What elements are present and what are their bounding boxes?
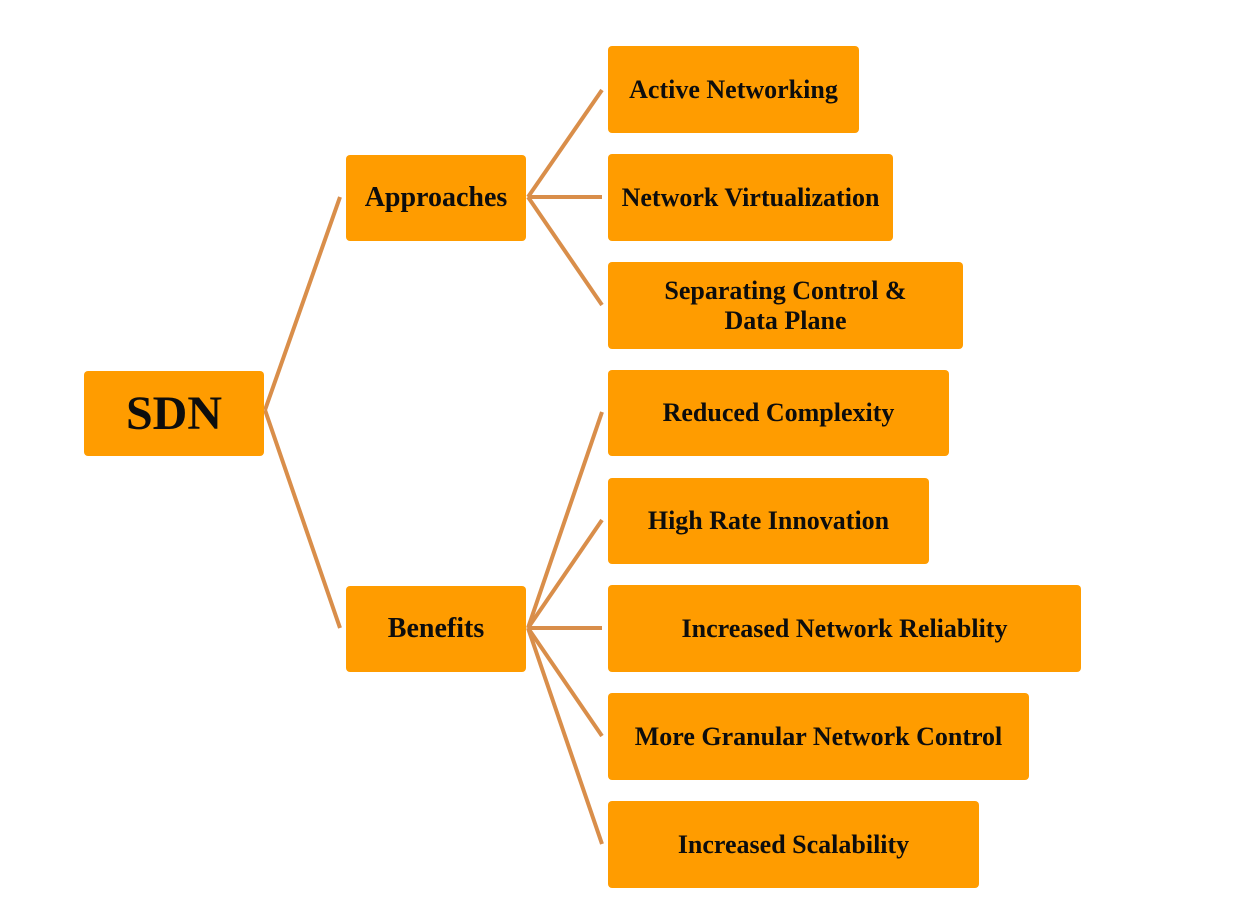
- connector-approaches-active-networking: [526, 88, 604, 199]
- branch-node-benefits: Benefits: [346, 586, 526, 672]
- connector-sdn-approaches: [263, 196, 342, 411]
- leaf-node-reduced-complexity: Reduced Complexity: [608, 370, 949, 456]
- leaf-node-label: Separating Control & Data Plane: [664, 275, 907, 335]
- root-node-sdn: SDN: [84, 371, 264, 456]
- leaf-node-active-networking: Active Networking: [608, 46, 859, 133]
- leaf-node-label: Increased Network Reliablity: [681, 613, 1008, 643]
- leaf-node-label: Active Networking: [629, 74, 838, 104]
- connector-benefits-high-rate-innovation: [526, 518, 604, 630]
- leaf-node-increased-network-reliability: Increased Network Reliablity: [608, 585, 1081, 672]
- connector-sdn-benefits: [263, 409, 342, 629]
- connector-benefits-granular-control: [526, 626, 604, 738]
- leaf-node-separating-control-data-plane: Separating Control & Data Plane: [608, 262, 963, 349]
- leaf-node-label: More Granular Network Control: [634, 721, 1003, 751]
- leaf-node-increased-scalability: Increased Scalability: [608, 801, 979, 888]
- leaf-node-label: High Rate Innovation: [647, 506, 890, 535]
- leaf-node-label: Network Virtualization: [621, 182, 880, 212]
- branch-node-approaches: Approaches: [346, 155, 526, 241]
- connector-benefits-reduced-complexity: [526, 411, 604, 629]
- branch-node-label: Benefits: [387, 613, 485, 644]
- branch-node-label: Approaches: [364, 182, 508, 213]
- leaf-node-more-granular-network-control: More Granular Network Control: [608, 693, 1029, 780]
- leaf-node-label: Increased Scalability: [677, 829, 910, 859]
- connector-approaches-separating-control: [526, 195, 604, 307]
- connector-benefits-scalability: [526, 627, 604, 845]
- root-node-label: SDN: [125, 386, 223, 440]
- leaf-node-high-rate-innovation: High Rate Innovation: [608, 478, 929, 564]
- leaf-node-network-virtualization: Network Virtualization: [608, 154, 893, 241]
- leaf-node-label: Reduced Complexity: [662, 398, 895, 427]
